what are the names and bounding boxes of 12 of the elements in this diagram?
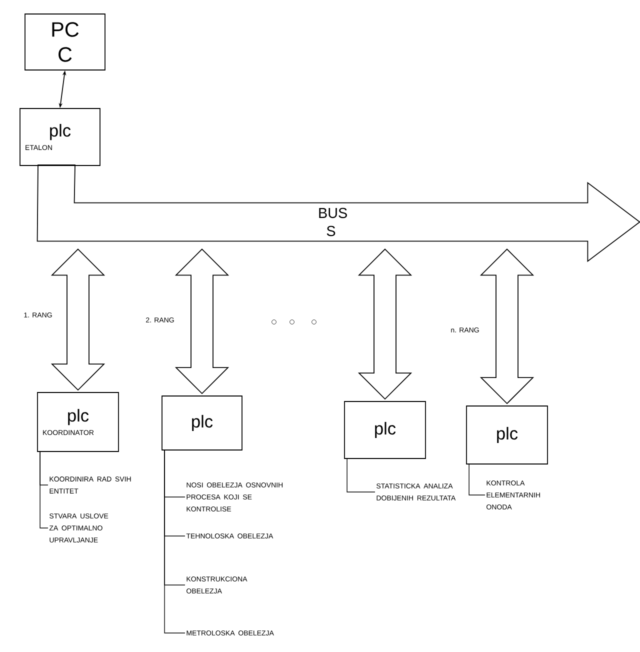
double-block-arrow <box>174 248 230 394</box>
bracket-line <box>164 450 186 634</box>
bracket-line <box>346 458 376 492</box>
plc-box: plc <box>344 401 426 459</box>
double-block-arrow <box>480 248 534 404</box>
plc-box: plc <box>466 406 548 464</box>
plc-box: plc <box>162 396 242 450</box>
bracket-line <box>468 464 486 496</box>
double-block-arrow <box>358 248 412 400</box>
double-block-arrow <box>50 248 106 391</box>
plc-box: PC C <box>24 14 106 70</box>
bracket-line <box>40 452 48 528</box>
